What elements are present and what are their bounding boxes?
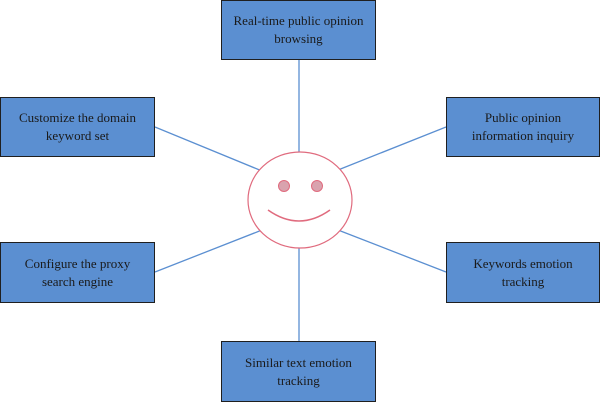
node-label: Similar text emotion tracking — [245, 354, 352, 388]
node-label: Keywords emotion tracking — [473, 255, 573, 289]
node-similar-text-tracking: Similar text emotion tracking — [221, 341, 376, 402]
node-keywords-emotion-tracking: Keywords emotion tracking — [446, 242, 600, 303]
node-realtime-browsing: Real-time public opinion browsing — [221, 0, 376, 60]
connector-left-lower — [154, 229, 263, 273]
node-information-inquiry: Public opinion information inquiry — [446, 97, 600, 157]
right-eye — [311, 180, 323, 192]
smiley-face-icon — [247, 151, 353, 249]
connector-left-upper — [154, 126, 263, 172]
node-label: Configure the proxy search engine — [24, 255, 131, 289]
node-proxy-search-engine: Configure the proxy search engine — [0, 242, 155, 303]
left-eye — [278, 180, 290, 192]
node-label: Real-time public opinion browsing — [233, 13, 364, 46]
smile-mouth — [267, 209, 331, 222]
node-domain-keyword-set: Customize the domain keyword set — [0, 97, 155, 157]
face-outline — [247, 151, 353, 249]
connector-right-upper — [337, 126, 447, 171]
connectors — [154, 60, 447, 341]
connector-right-lower — [337, 229, 447, 273]
node-label: Public opinion information inquiry — [471, 110, 575, 143]
node-label: Customize the domain keyword set — [19, 110, 136, 143]
